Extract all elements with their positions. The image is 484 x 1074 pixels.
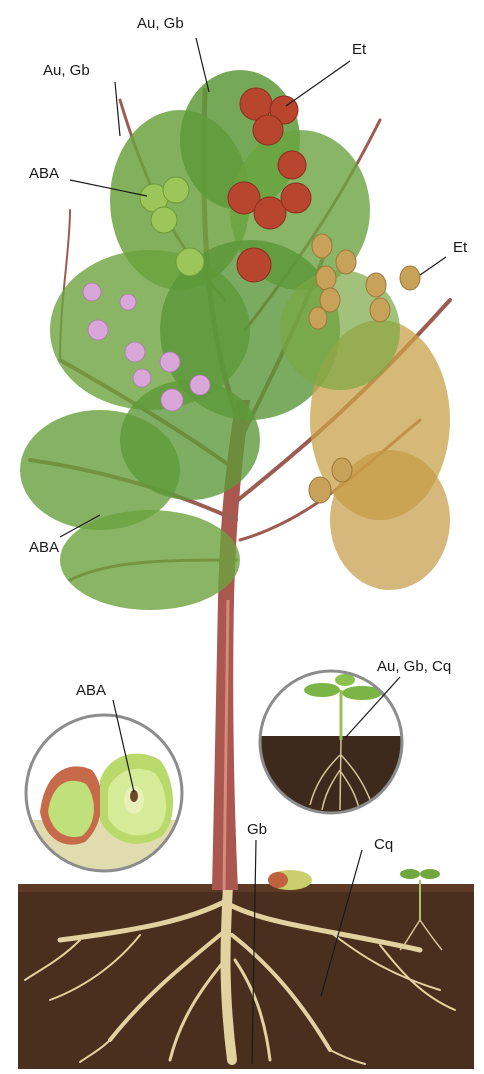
label-au-gb-cq: Au, Gb, Cq	[377, 659, 451, 674]
label-aba-lower: ABA	[29, 540, 59, 555]
label-aba-upper: ABA	[29, 166, 59, 181]
label-et-right: Et	[453, 240, 467, 255]
soil-top-edge	[18, 884, 474, 892]
label-cq-root: Cq	[374, 837, 393, 852]
label-aba-fruit: ABA	[76, 683, 106, 698]
seedling-inset	[255, 665, 415, 826]
leader-au-gb-top	[196, 38, 209, 92]
label-gb-root: Gb	[247, 822, 267, 837]
leader-et-top	[286, 61, 350, 106]
label-au-gb-top: Au, Gb	[137, 16, 184, 31]
label-au-gb-left: Au, Gb	[43, 63, 90, 78]
fruit-inset	[26, 715, 182, 880]
leader-et-right	[420, 257, 446, 275]
leader-au-gb-left	[115, 82, 120, 136]
fallen-apple	[268, 870, 312, 890]
label-et-top: Et	[352, 42, 366, 57]
